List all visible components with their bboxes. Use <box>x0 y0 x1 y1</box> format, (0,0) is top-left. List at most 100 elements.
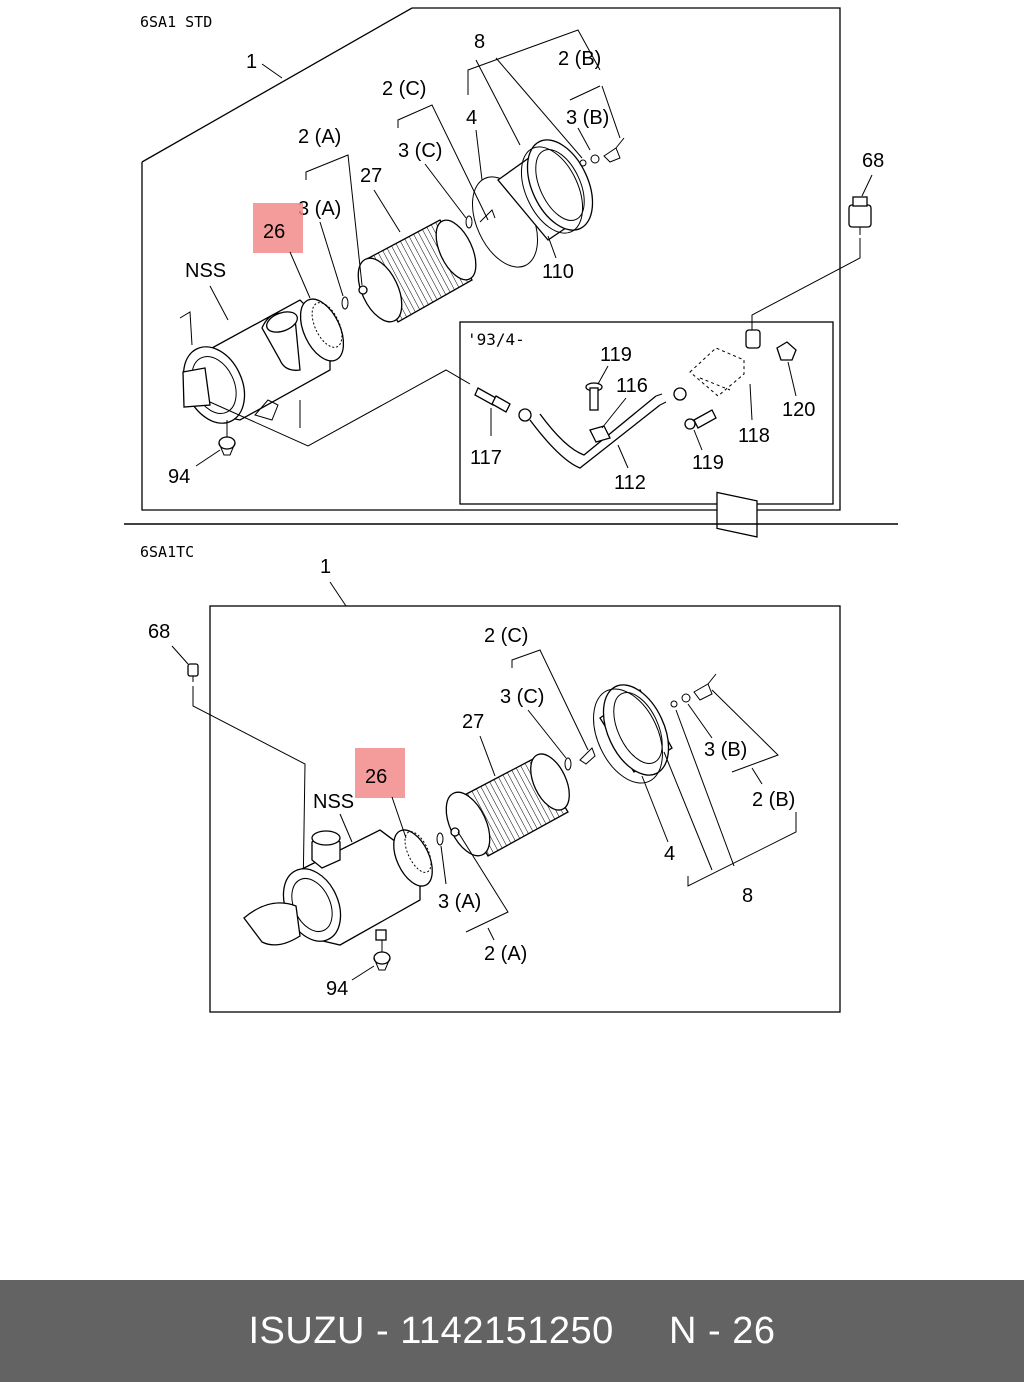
inset-label-119b: 119 <box>692 452 724 474</box>
tc-label-26: 26 <box>365 766 387 788</box>
std-frame <box>141 7 841 511</box>
std-label-nss: NSS <box>185 260 226 282</box>
std-bracket-2c <box>397 104 489 221</box>
std-leader-1 <box>261 63 283 79</box>
std-label-1: 1 <box>246 51 257 73</box>
std-label-8: 8 <box>474 31 485 53</box>
inset-leader-119b <box>693 429 703 451</box>
std-leader-8b <box>495 57 583 159</box>
tc-drain-94 <box>373 940 391 971</box>
tc-leader-nss <box>339 813 353 843</box>
std-leader-94 <box>195 449 221 467</box>
std-wingnut-2b <box>603 137 625 163</box>
tc-label-68: 68 <box>148 621 170 643</box>
inset-bolt-119b <box>684 409 717 430</box>
parts-diagram: 6SA1 STD 1 <box>124 7 898 1013</box>
inset-clamp <box>673 387 687 401</box>
std-label-27: 27 <box>360 165 382 187</box>
std-leader-26 <box>289 251 311 299</box>
std-label-94: 94 <box>168 466 190 488</box>
std-washer-3b <box>579 159 587 167</box>
std-label-3b: 3 (B) <box>566 107 609 129</box>
inset-label-112: 112 <box>614 472 646 494</box>
inset-label-117: 117 <box>470 447 502 469</box>
tc-leader-3b <box>687 703 713 739</box>
tc-washer-3b <box>670 700 678 708</box>
tc-hose-line-68 <box>192 686 306 896</box>
inset-label-116: 116 <box>616 375 648 397</box>
std-leader-3a <box>319 221 344 297</box>
tc-label-3b: 3 (B) <box>704 739 747 761</box>
tc-label-94: 94 <box>326 978 348 1000</box>
std-washer-3a <box>341 296 349 310</box>
tc-wingnut-2c <box>579 747 596 765</box>
inset-title: '93/4- <box>467 330 525 349</box>
std-filter-element-27 <box>357 219 477 323</box>
std-leader-8a <box>475 59 521 146</box>
inset-fitting-117 <box>474 387 511 436</box>
tc-washer-3b-2 <box>681 693 691 703</box>
inset-label-120: 120 <box>782 399 815 421</box>
std-inset-93-4: '93/4- 117 112 119 <box>459 321 834 538</box>
tc-leader-26 <box>391 796 407 839</box>
inset-leader-116 <box>601 397 627 429</box>
tc-end-cap-26 <box>393 829 433 887</box>
tc-leader-2b <box>751 767 763 785</box>
std-leader-27 <box>373 189 401 233</box>
tc-bracket-3b <box>711 689 779 773</box>
section-tc-title: 6SA1TC <box>140 543 194 561</box>
tc-leader-4 <box>641 775 669 843</box>
tc-bracket-2a <box>457 831 509 933</box>
std-leader-110 <box>547 235 557 259</box>
tc-label-2a: 2 (A) <box>484 943 527 965</box>
footer-part-number: ISUZU - 1142151250 N - 26 <box>248 1309 776 1352</box>
std-leader-68 <box>861 174 873 197</box>
tc-label-nss: NSS <box>313 791 354 813</box>
std-air-cleaner-body <box>179 299 331 428</box>
std-bracket-8 <box>467 29 601 95</box>
tc-leader-94 <box>351 965 375 981</box>
std-leader-2b <box>601 85 621 139</box>
tc-label-27: 27 <box>462 711 484 733</box>
std-label-2b: 2 (B) <box>558 48 601 70</box>
std-washer-3c <box>465 215 473 229</box>
footer-bar: ISUZU - 1142151250 N - 26 <box>0 1280 1024 1382</box>
std-label-3c: 3 (C) <box>398 140 442 162</box>
tc-leader-1 <box>329 581 347 607</box>
std-end-cap-26 <box>299 298 345 362</box>
inset-leader-112 <box>617 444 629 469</box>
std-highlight-26 <box>253 203 303 253</box>
inset-nut-120 <box>776 341 797 361</box>
inset-hose-112 <box>518 393 667 469</box>
tc-bracket-2c <box>511 649 589 751</box>
section-std: 6SA1 STD 1 <box>140 7 884 538</box>
tc-leader-27 <box>479 735 496 777</box>
inset-leader-119a <box>597 365 609 385</box>
tc-leader-8a <box>663 751 713 871</box>
tc-label-4: 4 <box>664 843 675 865</box>
tc-highlight-26 <box>355 748 405 798</box>
std-leader-4 <box>475 129 483 181</box>
inset-clip-116 <box>589 425 611 443</box>
std-leader-3c <box>424 163 467 219</box>
std-leader-nss <box>209 285 229 321</box>
std-wingnut-2c <box>479 209 496 223</box>
std-label-110: 110 <box>542 261 574 283</box>
tc-sensor-68 <box>187 663 199 682</box>
tc-air-cleaner-body <box>243 829 421 946</box>
tc-washer-3c <box>564 757 572 771</box>
tc-bracket-8 <box>687 812 797 887</box>
tc-label-3a: 3 (A) <box>438 891 481 913</box>
tc-frame <box>209 605 841 1013</box>
std-label-2c: 2 (C) <box>382 78 426 100</box>
section-std-title: 6SA1 STD <box>140 13 212 31</box>
std-label-3a: 3 (A) <box>298 198 341 220</box>
std-hose-line-68 <box>751 238 861 330</box>
std-label-68: 68 <box>862 150 884 172</box>
inset-bolt-119a <box>585 382 603 411</box>
inset-label-118: 118 <box>738 425 770 447</box>
std-bracket-2a <box>305 154 363 286</box>
tc-leader-8b <box>675 709 735 867</box>
tc-cover <box>593 684 673 784</box>
std-label-2a: 2 (A) <box>298 126 341 148</box>
